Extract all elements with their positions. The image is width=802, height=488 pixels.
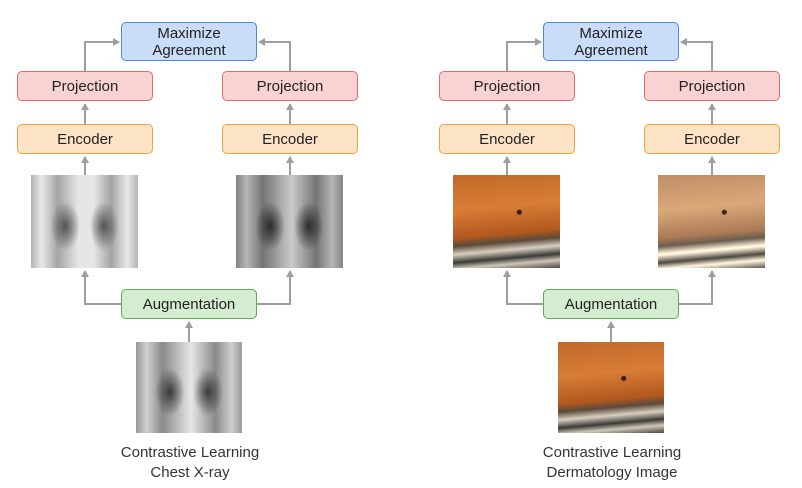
augmentation-box: Augmentation — [543, 289, 679, 319]
maximize-line2: Agreement — [152, 41, 226, 59]
augmented-xray-view-2 — [236, 175, 343, 268]
maximize-agreement-box: Maximize Agreement — [543, 22, 679, 61]
projection-left-box: Projection — [17, 71, 153, 101]
maximize-line1: Maximize — [579, 24, 643, 42]
caption-line1: Contrastive Learning — [120, 444, 260, 461]
maximize-line1: Maximize — [157, 24, 221, 42]
encoder-right-box: Encoder — [644, 124, 780, 154]
projection-left-box: Projection — [439, 71, 575, 101]
caption-line2: Dermatology Image — [546, 464, 678, 481]
chest-xray-panel: Maximize Agreement Projection Projection… — [0, 0, 380, 488]
caption: Contrastive Learning Dermatology Image — [482, 443, 742, 483]
source-skin-image — [558, 342, 664, 433]
flow-arrows — [81, 38, 294, 342]
source-xray-image — [136, 342, 242, 433]
flow-arrows — [503, 38, 716, 342]
caption-line2: Chest X-ray — [150, 464, 230, 481]
encoder-right-box: Encoder — [222, 124, 358, 154]
encoder-left-box: Encoder — [439, 124, 575, 154]
augmented-xray-view-1 — [31, 175, 138, 268]
augmented-skin-view-2 — [658, 175, 765, 268]
augmentation-box: Augmentation — [121, 289, 257, 319]
encoder-left-box: Encoder — [17, 124, 153, 154]
maximize-line2: Agreement — [574, 41, 648, 59]
maximize-agreement-box: Maximize Agreement — [121, 22, 257, 61]
arrow-proj-left-to-max — [84, 38, 120, 71]
arrow-proj-right-to-max — [258, 38, 291, 71]
caption: Contrastive Learning Chest X-ray — [60, 443, 320, 483]
projection-right-box: Projection — [644, 71, 780, 101]
augmented-skin-view-1 — [453, 175, 560, 268]
caption-line1: Contrastive Learning — [542, 444, 682, 461]
projection-right-box: Projection — [222, 71, 358, 101]
dermatology-panel: Maximize Agreement Projection Projection… — [422, 0, 802, 488]
